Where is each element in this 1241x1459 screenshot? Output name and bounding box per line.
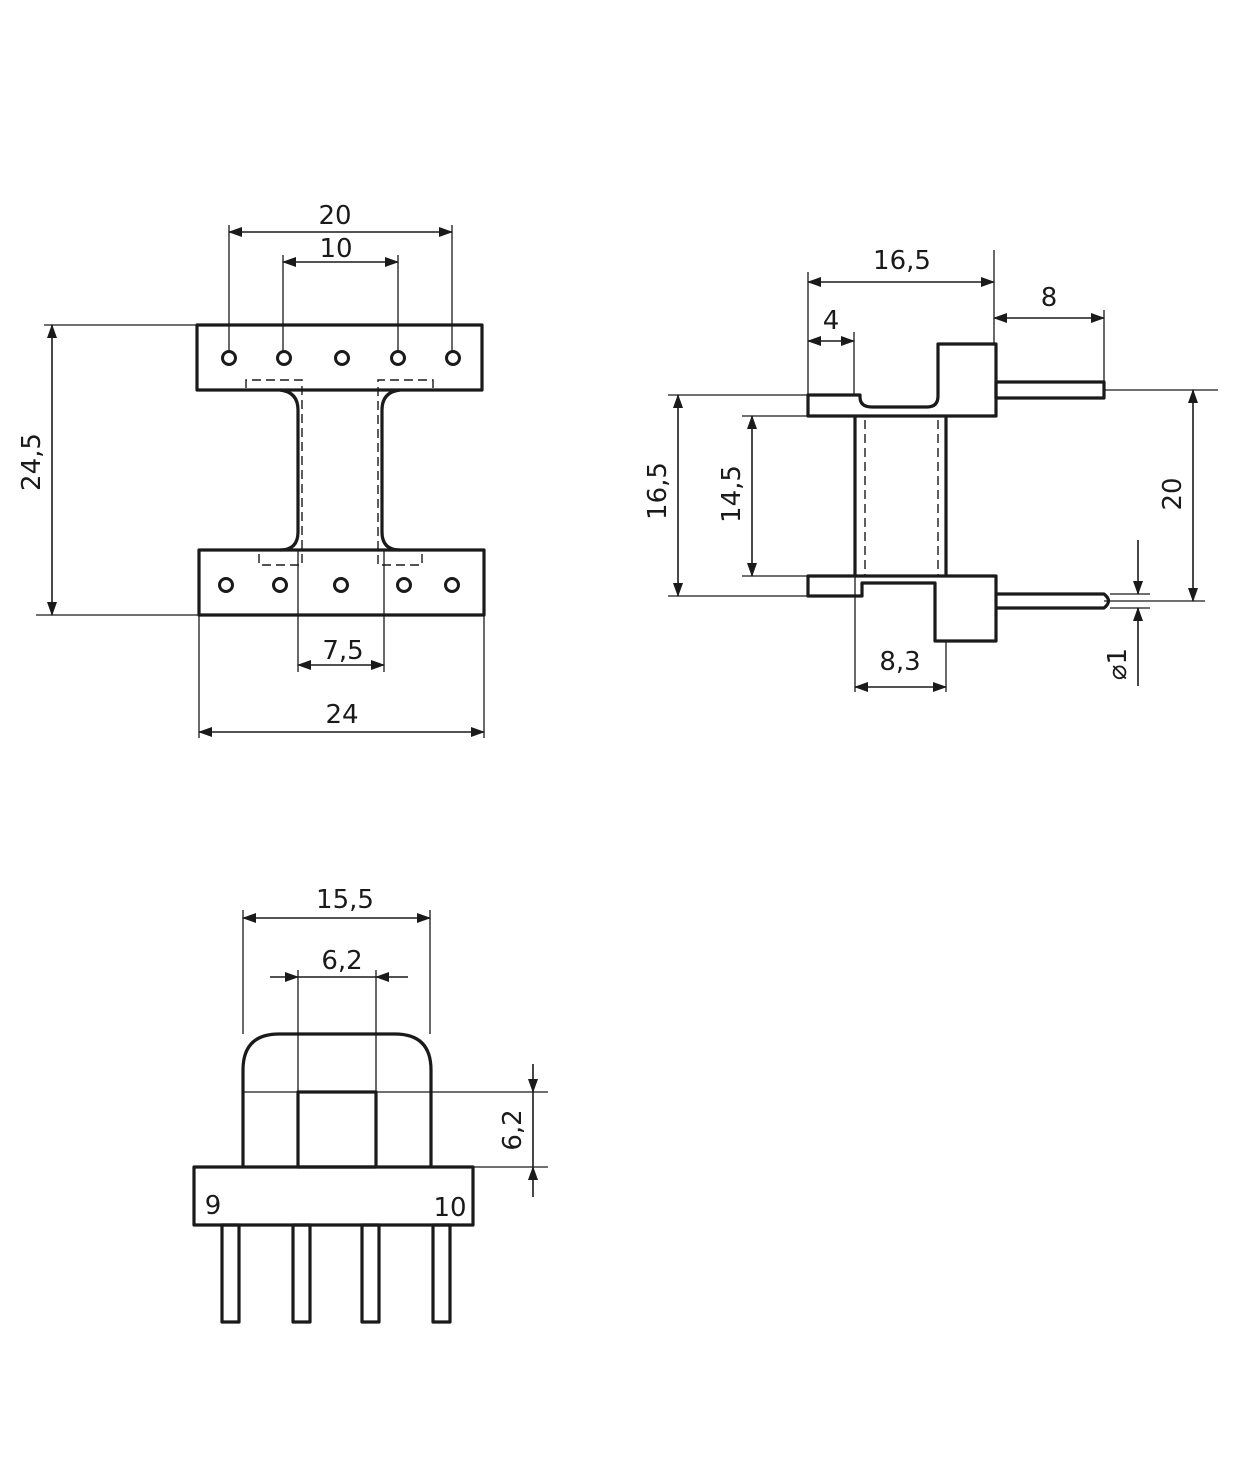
pin-hole	[390, 350, 406, 366]
pin-hole	[333, 577, 349, 593]
core-left-edge	[279, 388, 300, 552]
front-core	[296, 1090, 378, 1169]
pin-label-left: 9	[205, 1191, 222, 1221]
bottom-flange	[197, 548, 486, 617]
bottom-pins	[218, 577, 460, 593]
pin-hole	[218, 577, 234, 593]
top-view: 20 10 24,5 7,5 24	[17, 201, 486, 738]
side-lower-body	[806, 574, 998, 643]
dim-label: 10	[319, 234, 352, 264]
pin-hole	[276, 350, 292, 366]
pin-hole	[445, 350, 461, 366]
dim-label: 16,5	[873, 246, 931, 276]
pin-hole	[444, 577, 460, 593]
dim-label: 20	[318, 201, 351, 231]
pin-label-right: 10	[433, 1193, 466, 1223]
front-base	[192, 1165, 475, 1227]
dim-label: 4	[823, 306, 840, 336]
dim-label: 8	[1041, 283, 1058, 313]
pin-hole	[221, 350, 237, 366]
hidden-core-left	[245, 379, 303, 566]
dim-label: 6,2	[498, 1109, 528, 1150]
top-flange	[195, 323, 484, 392]
dim-label: ⌀1	[1103, 648, 1133, 680]
hidden-core-right	[377, 379, 434, 566]
front-pin	[431, 1223, 452, 1324]
pin-hole	[396, 577, 412, 593]
dim-label: 14,5	[717, 465, 747, 523]
side-pin-lower	[996, 592, 1111, 610]
front-pin	[360, 1223, 381, 1324]
side-upper-body	[806, 342, 998, 418]
side-view: 16,5 8 4 16,5 14,5 20 8,3 ⌀1	[643, 246, 1218, 692]
dim-label: 16,5	[643, 462, 673, 520]
core-right-edge	[380, 388, 401, 552]
front-view: 15,5 6,2 6,2 9 10	[192, 885, 548, 1324]
front-pin	[291, 1223, 312, 1324]
dim-label: 6,2	[321, 946, 362, 976]
dim-label: 15,5	[316, 885, 374, 915]
dim-label: 8,3	[879, 647, 920, 677]
top-pins	[221, 350, 461, 366]
dim-label: 7,5	[322, 636, 363, 666]
front-pin	[220, 1223, 241, 1324]
dim-label: 24,5	[17, 433, 47, 491]
pin-hole	[272, 577, 288, 593]
dim-label: 20	[1158, 477, 1188, 510]
pin-hole	[334, 350, 350, 366]
side-pin-upper	[994, 380, 1106, 400]
front-body	[241, 1032, 433, 1167]
dim-label: 24	[325, 700, 358, 730]
